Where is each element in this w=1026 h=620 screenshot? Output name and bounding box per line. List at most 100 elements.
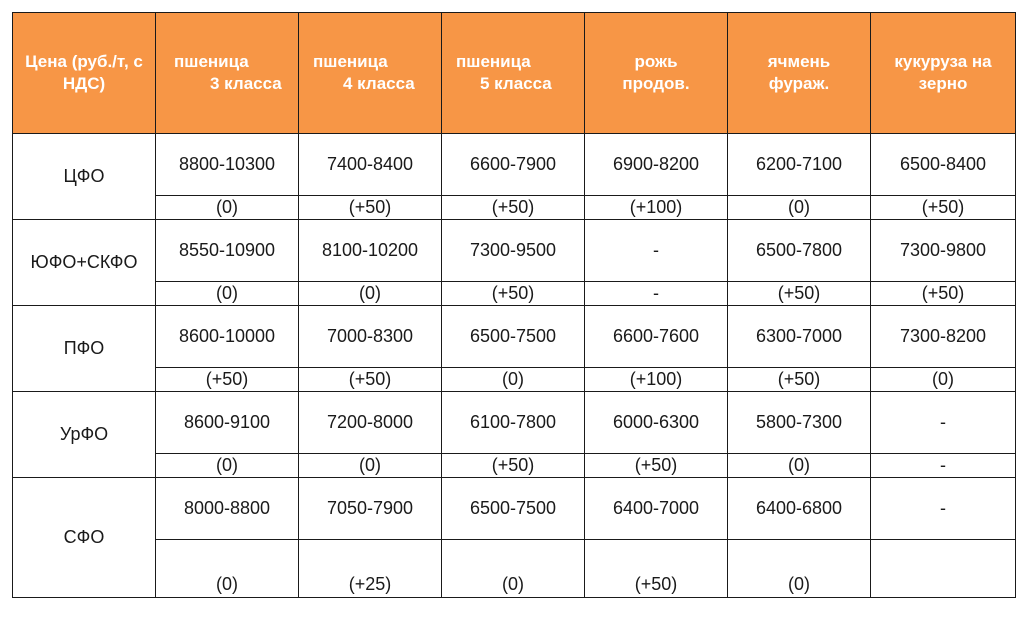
price-cell: 7400-8400 (298, 133, 442, 196)
change-cell: (+50) (298, 367, 442, 392)
change-cell: (+50) (584, 539, 728, 598)
change-cell: (+50) (870, 281, 1016, 306)
change-cell (870, 539, 1016, 598)
header-label: ячмень (767, 52, 831, 71)
price-cell: 7300-9500 (441, 219, 585, 282)
price-cell: 6000-6300 (584, 391, 728, 454)
price-cell: 7000-8300 (298, 305, 442, 368)
price-cell: 8600-9100 (155, 391, 299, 454)
change-cell: (0) (870, 367, 1016, 392)
change-cell: (+50) (441, 195, 585, 220)
change-cell: (+50) (727, 281, 871, 306)
table-row: (0)(0)(+50)-(+50)(+50) (13, 281, 1016, 306)
header-label: зерно (918, 74, 968, 93)
change-cell: - (584, 281, 728, 306)
header-label: пшеница (313, 52, 388, 71)
price-table: Цена (руб./т, с НДС) пшеница 3 класса пш… (12, 12, 1016, 598)
table-row: (0)(+50)(+50)(+100)(0)(+50) (13, 195, 1016, 220)
price-cell: 6500-8400 (870, 133, 1016, 196)
price-cell: 7050-7900 (298, 477, 442, 540)
change-cell: (0) (441, 367, 585, 392)
change-cell: (0) (155, 195, 299, 220)
price-cell: 6300-7000 (727, 305, 871, 368)
header-wheat-3: пшеница 3 класса (155, 12, 299, 134)
header-corner-line: (руб./т, с (71, 52, 143, 71)
price-cell: 7300-8200 (870, 305, 1016, 368)
price-cell: 8000-8800 (155, 477, 299, 540)
header-wheat-5: пшеница 5 класса (441, 12, 585, 134)
change-cell: (0) (155, 453, 299, 478)
header-corn: кукуруза на зерно (870, 12, 1016, 134)
change-cell: (+50) (298, 195, 442, 220)
price-cell: 8100-10200 (298, 219, 442, 282)
price-cell: 7200-8000 (298, 391, 442, 454)
header-label: 4 класса (343, 74, 415, 93)
header-label: фураж. (768, 74, 830, 93)
table-row: (0)(0)(+50)(+50)(0)- (13, 453, 1016, 478)
region-cell: ЮФО+СКФО (12, 219, 156, 306)
change-cell: (0) (155, 539, 299, 598)
price-cell: 5800-7300 (727, 391, 871, 454)
price-cell: 6600-7900 (441, 133, 585, 196)
change-cell: (0) (155, 281, 299, 306)
change-cell: (0) (727, 453, 871, 478)
change-cell: (+25) (298, 539, 442, 598)
header-label: рожь (634, 52, 678, 71)
price-cell: - (870, 391, 1016, 454)
price-cell: 6400-6800 (727, 477, 871, 540)
price-cell: 8800-10300 (155, 133, 299, 196)
header-corner: Цена (руб./т, с НДС) (12, 12, 156, 134)
header-corner-line: НДС) (62, 74, 106, 93)
price-cell: 8600-10000 (155, 305, 299, 368)
price-cell: 6600-7600 (584, 305, 728, 368)
price-cell: 7300-9800 (870, 219, 1016, 282)
change-cell: (0) (298, 453, 442, 478)
price-cell: - (584, 219, 728, 282)
change-cell: (+50) (727, 367, 871, 392)
price-cell: 6500-7800 (727, 219, 871, 282)
header-barley: ячмень фураж. (727, 12, 871, 134)
table-row: (+50)(+50)(0)(+100)(+50)(0) (13, 367, 1016, 392)
header-rye: рожь продов. (584, 12, 728, 134)
change-cell: (+50) (441, 281, 585, 306)
price-cell: - (870, 477, 1016, 540)
header-wheat-4: пшеница 4 класса (298, 12, 442, 134)
price-cell: 6500-7500 (441, 477, 585, 540)
region-cell: ЦФО (12, 133, 156, 220)
price-cell: 8550-10900 (155, 219, 299, 282)
header-corner-line: Цена (25, 52, 67, 71)
change-cell: (+50) (155, 367, 299, 392)
price-cell: 6500-7500 (441, 305, 585, 368)
change-cell: (+50) (441, 453, 585, 478)
header-label: 5 класса (480, 74, 552, 93)
change-cell: (+100) (584, 367, 728, 392)
change-cell: (0) (441, 539, 585, 598)
region-cell: ПФО (12, 305, 156, 392)
price-cell: 6100-7800 (441, 391, 585, 454)
change-cell: (0) (298, 281, 442, 306)
region-cell: УрФО (12, 391, 156, 478)
header-label: пшеница (174, 52, 249, 71)
region-cell: СФО (12, 477, 156, 598)
table-row: (0)(+25)(0)(+50)(0) (13, 539, 1016, 598)
price-cell: 6900-8200 (584, 133, 728, 196)
header-label: кукуруза на (894, 52, 992, 71)
header-label: пшеница (456, 52, 531, 71)
change-cell: (+50) (870, 195, 1016, 220)
change-cell: (+100) (584, 195, 728, 220)
price-cell: 6200-7100 (727, 133, 871, 196)
header-label: 3 класса (210, 74, 282, 93)
header-row: Цена (руб./т, с НДС) пшеница 3 класса пш… (12, 12, 1016, 134)
change-cell: (0) (727, 539, 871, 598)
change-cell: (+50) (584, 453, 728, 478)
change-cell: - (870, 453, 1016, 478)
price-cell: 6400-7000 (584, 477, 728, 540)
change-cell: (0) (727, 195, 871, 220)
header-label: продов. (622, 74, 690, 93)
